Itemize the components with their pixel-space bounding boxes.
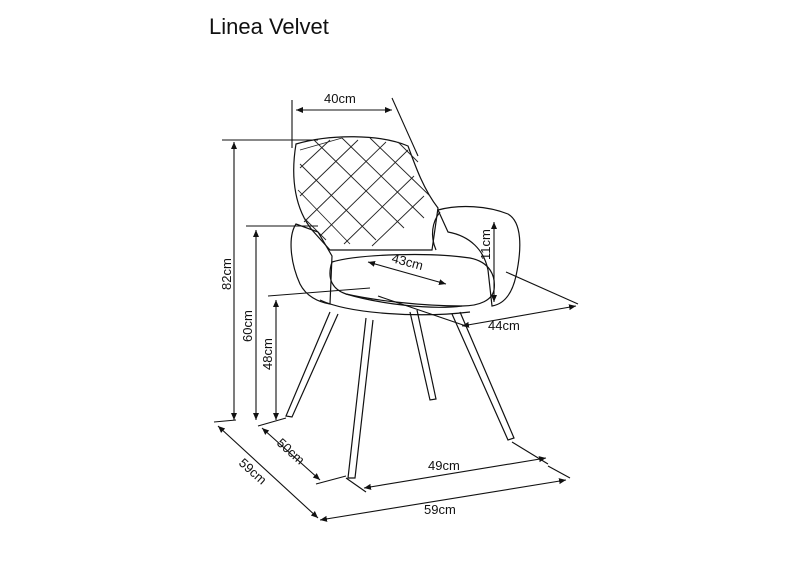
front-left-leg xyxy=(347,317,374,479)
dim-arm-above-seat: 11cm xyxy=(478,222,497,302)
dim-width: 59cm xyxy=(319,465,571,522)
label-leg-depth: 50cm xyxy=(274,435,308,467)
label-seat-depth: 44cm xyxy=(488,318,520,333)
dim-leg-width: 49cm xyxy=(345,441,549,493)
label-width: 59cm xyxy=(424,502,456,517)
label-armrest-height: 60cm xyxy=(240,310,255,342)
backrest-quilting xyxy=(297,137,431,247)
back-right-leg xyxy=(409,309,437,401)
dim-total-height: 82cm xyxy=(219,139,318,420)
dim-armrest-height: 60cm xyxy=(240,225,318,420)
product-title: Linea Velvet xyxy=(209,14,329,39)
seat-frame xyxy=(319,299,471,316)
dim-depth: 59cm xyxy=(213,419,319,519)
label-back-width: 40cm xyxy=(324,91,356,106)
backrest xyxy=(293,136,439,251)
dim-back-width: 40cm xyxy=(291,91,419,157)
label-depth: 59cm xyxy=(236,455,270,487)
front-right-leg xyxy=(451,311,515,441)
back-left-leg xyxy=(285,311,339,418)
label-total-height: 82cm xyxy=(219,258,234,290)
label-arm-above-seat: 11cm xyxy=(478,229,493,260)
label-seat-height: 48cm xyxy=(260,338,275,370)
dim-leg-depth: 50cm xyxy=(257,417,347,485)
chair-outline xyxy=(285,136,521,479)
dim-seat-height: 48cm xyxy=(260,287,371,420)
seat-cushion xyxy=(329,253,495,307)
dim-seat-depth: 44cm xyxy=(377,271,579,333)
label-leg-width: 49cm xyxy=(428,458,460,473)
